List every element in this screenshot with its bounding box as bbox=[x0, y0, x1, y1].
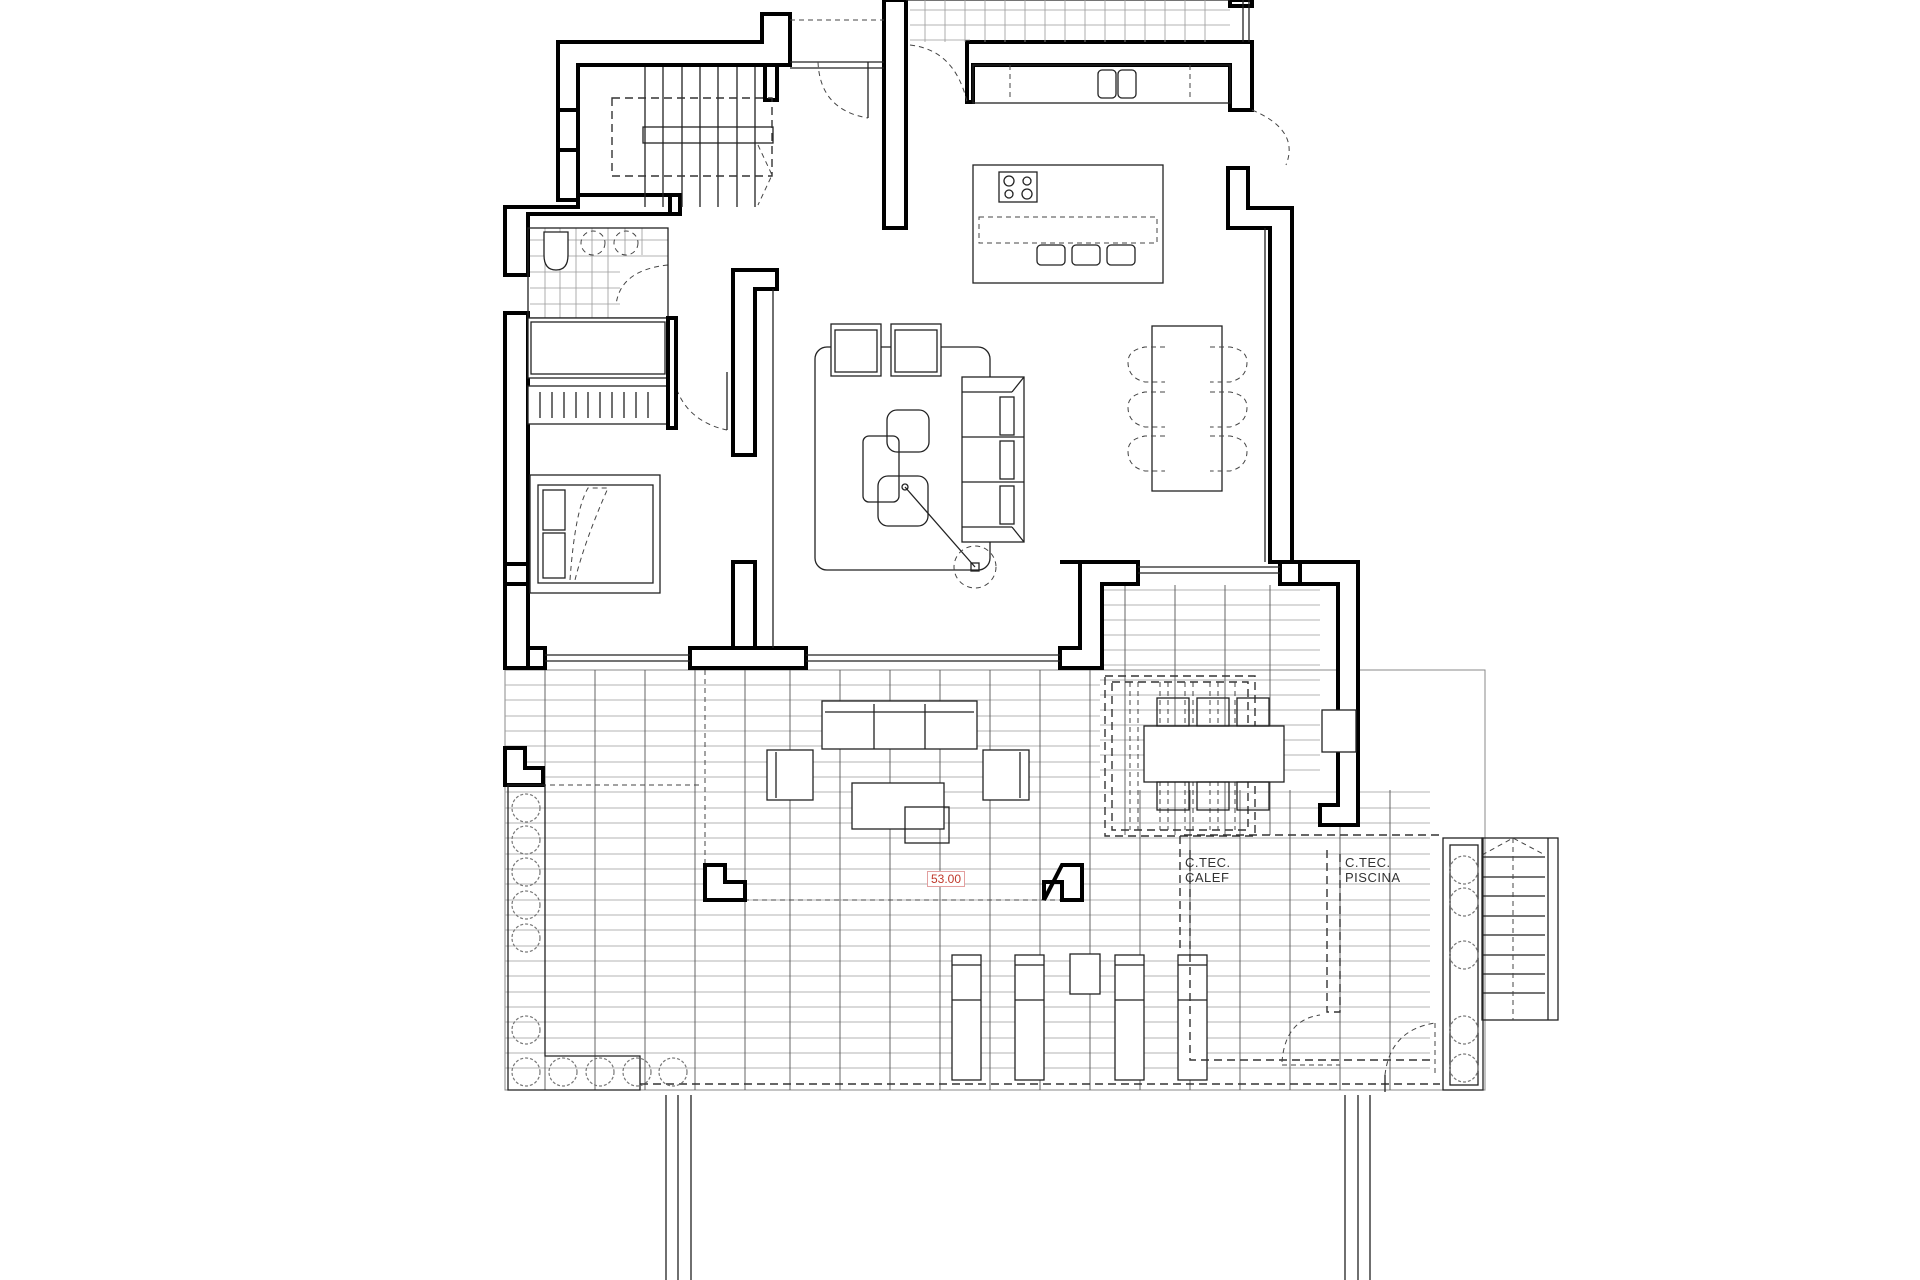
armchair bbox=[890, 323, 942, 377]
kitchen-island bbox=[972, 164, 1164, 284]
outdoor-armchair bbox=[766, 749, 814, 801]
exterior-walls bbox=[503, 0, 1360, 902]
interior-staircase bbox=[611, 67, 774, 207]
label-line: C.TEC. bbox=[1345, 855, 1391, 870]
bathroom bbox=[527, 227, 678, 430]
outdoor-sofa bbox=[821, 700, 978, 750]
sideboard bbox=[1321, 709, 1357, 753]
label-line: CALEF bbox=[1185, 870, 1230, 885]
terrace-lounge bbox=[766, 700, 1030, 844]
exterior-stair bbox=[1481, 837, 1559, 1021]
elevation-mark: 53.00 bbox=[927, 871, 966, 887]
bar-stool bbox=[1106, 244, 1136, 266]
tech-room-pool-label: C.TEC. PISCINA bbox=[1345, 855, 1401, 885]
patio-tiles bbox=[910, 0, 1230, 42]
label-line: PISCINA bbox=[1345, 870, 1401, 885]
side-table bbox=[904, 806, 950, 844]
coffee-table bbox=[851, 782, 945, 830]
bar-stool bbox=[1036, 244, 1066, 266]
hob-icon bbox=[998, 171, 1038, 203]
kitchen bbox=[972, 64, 1231, 284]
sink-icon bbox=[1097, 69, 1117, 99]
double-bed bbox=[529, 474, 661, 594]
sun-loungers bbox=[951, 953, 1208, 1081]
porch-dining bbox=[1104, 675, 1357, 837]
dining-area bbox=[1127, 325, 1248, 492]
label-line: C.TEC. bbox=[1185, 855, 1231, 870]
sink-icon bbox=[1117, 69, 1137, 99]
tech-rooms bbox=[1179, 834, 1440, 1092]
washbasin-icon bbox=[613, 230, 639, 256]
floor-lamp-icon bbox=[953, 545, 997, 589]
support-pillars bbox=[665, 1095, 1371, 1280]
living-room bbox=[814, 323, 1025, 589]
armchair bbox=[830, 323, 882, 377]
toilet-icon bbox=[543, 231, 569, 271]
outdoor-armchair bbox=[982, 749, 1030, 801]
bar-stool bbox=[1071, 244, 1101, 266]
washbasin-icon bbox=[580, 230, 606, 256]
tech-room-heating-label: C.TEC. CALEF bbox=[1185, 855, 1231, 885]
sofa bbox=[961, 376, 1025, 543]
dining-table bbox=[1151, 325, 1223, 492]
planters bbox=[507, 784, 1484, 1091]
shrub-icon bbox=[511, 793, 1479, 1087]
